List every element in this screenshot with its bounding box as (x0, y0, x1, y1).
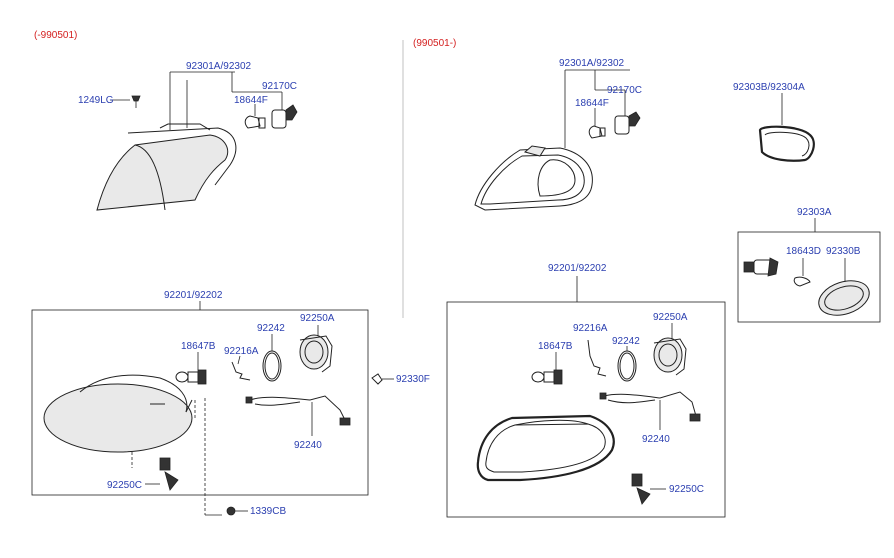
label-92170c-right: 92170C (607, 85, 642, 96)
label-92201-left: 92201/92202 (164, 290, 223, 301)
right-oring-92242 (617, 346, 637, 382)
label-92242-left: 92242 (257, 323, 285, 334)
left-oring-92242 (262, 334, 282, 382)
right-fog-bulb-18647b (531, 352, 563, 385)
label-92216a-right: 92216A (573, 323, 608, 334)
label-92303b: 92303B/92304A (733, 82, 805, 93)
label-18647b-right: 18647B (538, 341, 573, 352)
label-1249lg: 1249LG (78, 95, 114, 106)
left-screw-1249lg (110, 95, 141, 108)
right-socket-92250a (653, 323, 687, 376)
label-18644f-left: 18644F (234, 95, 268, 106)
left-dash-guides (131, 398, 222, 516)
label-92250c-left: 92250C (107, 480, 142, 491)
left-wiring-92240 (245, 395, 351, 436)
label-92330b: 92330B (826, 246, 861, 257)
label-18647b-left: 18647B (181, 341, 216, 352)
label-92303a: 92303A (797, 207, 832, 218)
label-92240-left: 92240 (294, 440, 322, 451)
label-1339cb: 1339CB (250, 506, 286, 517)
right-repeater-socket (743, 257, 779, 277)
right-bulb-18644f (588, 108, 606, 139)
label-92250a-right: 92250A (653, 312, 688, 323)
left-spring-92216a (231, 355, 251, 381)
right-socket-92170c (614, 90, 641, 135)
label-92330f: 92330F (396, 374, 430, 385)
label-92170c-left: 92170C (262, 81, 297, 92)
left-leader-92301a (169, 71, 282, 130)
right-repeater-bulb-18643d (793, 258, 811, 287)
left-screw-92330f (371, 373, 394, 385)
label-92301a-right: 92301A/92302 (559, 58, 625, 69)
left-section-date: (-990501) (34, 30, 77, 41)
right-fog-lamp-housing (476, 414, 615, 482)
right-wiring-92240 (599, 391, 701, 430)
left-bracket-92250c (145, 457, 179, 491)
left-fog-bulb-18647b (175, 352, 207, 385)
label-92216a-left: 92216A (224, 346, 259, 357)
label-92250c-right: 92250C (669, 484, 704, 495)
right-repeater-lens-92330b (818, 258, 870, 316)
right-fog-lamp-box (446, 301, 726, 518)
left-socket-92250a (299, 325, 333, 373)
left-corner-lamp (96, 123, 237, 211)
label-18644f-right: 18644F (575, 98, 609, 109)
left-nut-1339cb (226, 506, 248, 516)
right-repeater-box (737, 231, 881, 323)
right-spring-92216a (587, 339, 607, 377)
label-92240-right: 92240 (642, 434, 670, 445)
label-92301a-left: 92301A/92302 (186, 61, 252, 72)
label-92242-right: 92242 (612, 336, 640, 347)
left-socket-92170c (271, 92, 298, 129)
left-fog-lamp-housing (43, 374, 193, 453)
right-corner-lamp (474, 145, 593, 211)
right-section-date: (990501-) (413, 38, 456, 49)
label-92250a-left: 92250A (300, 313, 335, 324)
right-leader-92301a (564, 69, 630, 148)
label-92201-right: 92201/92202 (548, 263, 607, 274)
right-bezel-92303b (758, 93, 815, 162)
right-bracket-92250c (631, 473, 666, 505)
label-18643d: 18643D (786, 246, 821, 257)
left-bulb-18644f (244, 104, 266, 129)
